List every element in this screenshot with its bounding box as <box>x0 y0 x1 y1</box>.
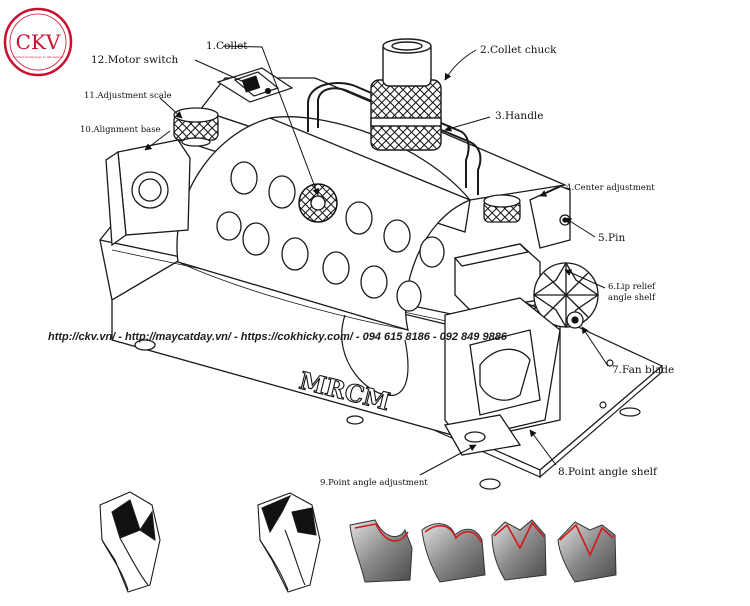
collet-part <box>298 183 338 223</box>
leader-lines <box>144 45 609 476</box>
drill-photo-2 <box>421 523 486 583</box>
drill-sketch-2 <box>257 492 321 593</box>
label-lip-relief-shelf: angle shelf <box>608 293 656 303</box>
label-alignment-base: 10.Alignment base <box>80 125 161 135</box>
label-point-angle-adjustment: 9.Point angle adjustment <box>320 478 428 488</box>
label-lip-relief: 6.Lip relief <box>608 282 656 292</box>
right-assembly <box>443 185 600 456</box>
drill-photo-1 <box>345 515 417 585</box>
label-fan-blade: 7.Fan blade <box>612 364 674 376</box>
label-handle: 3.Handle <box>495 110 544 122</box>
label-center-adjustment: 4.Center adjustment <box>566 183 655 193</box>
callout-labels: 1.Collet 2.Collet chuck 3.Handle 4.Cente… <box>80 40 674 488</box>
label-motor-switch: 12.Motor switch <box>91 54 179 66</box>
power-cord <box>341 314 409 396</box>
label-point-angle-shelf: 8.Point angle shelf <box>558 466 658 478</box>
ckv-logo: CKV connect technology to life renews <box>3 7 73 77</box>
label-pin: 5.Pin <box>598 232 625 244</box>
logo-tagline: connect technology to life renews <box>12 55 64 59</box>
label-collet: 1.Collet <box>206 40 248 52</box>
label-collet-chuck: 2.Collet chuck <box>480 44 557 56</box>
drill-photo-3 <box>491 519 547 581</box>
watermark-text: http://ckv.vn/ - http://maycatday.vn/ - … <box>48 331 508 343</box>
logo-text: CKV <box>16 30 61 54</box>
collet-chuck-part <box>370 38 442 151</box>
grinding-cover <box>176 116 472 331</box>
drill-photo-4 <box>557 521 617 583</box>
label-adjustment-scale: 11.Adjustment scale <box>84 91 172 101</box>
adjustment-scale-knob <box>173 107 219 147</box>
alignment-base-part <box>105 139 191 247</box>
vent-holes <box>216 161 445 312</box>
drill-sketch-1 <box>99 491 161 593</box>
